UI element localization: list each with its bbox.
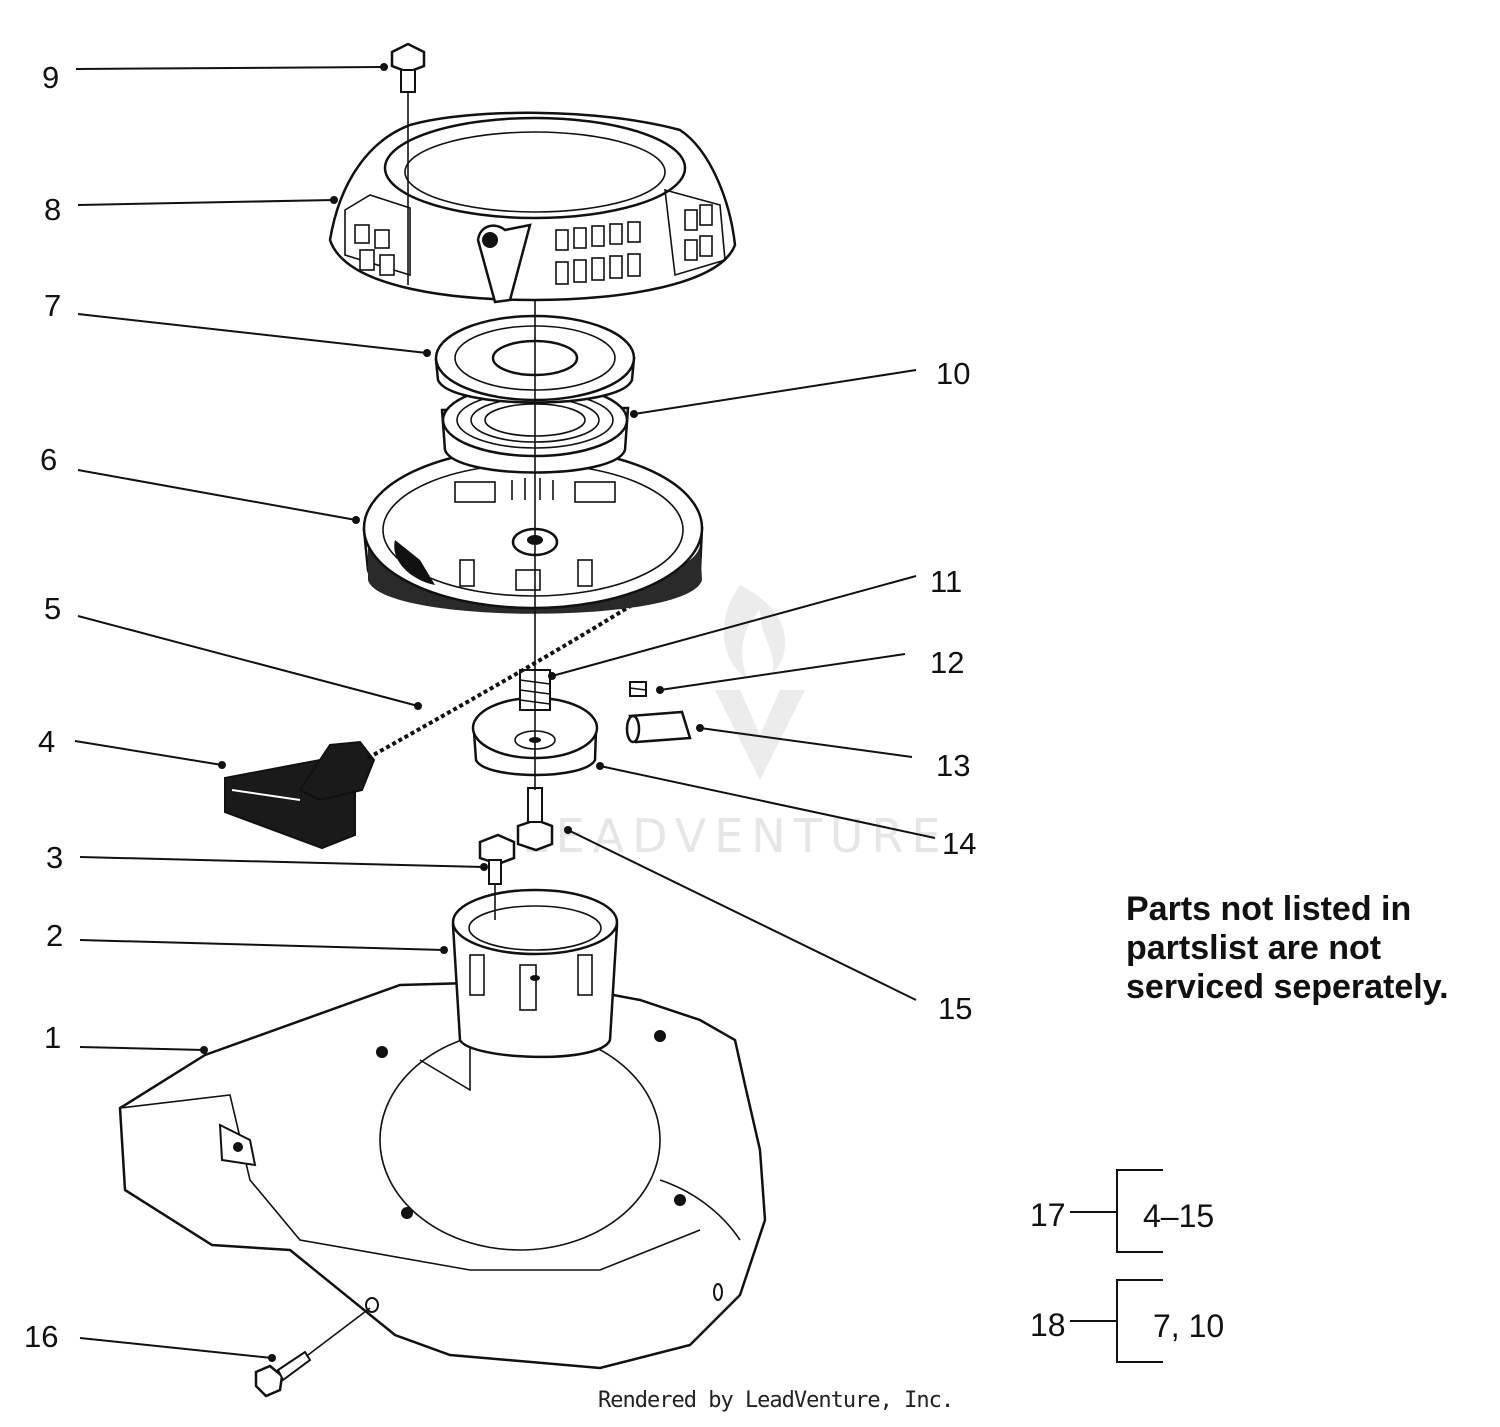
watermark: LEADVENTURE [522,585,949,863]
parts-note: Parts not listed in partslist are not se… [1126,890,1496,1007]
footer-credit: Rendered by LeadVenture, Inc. [598,1388,954,1413]
kit-18: 18 7, 10 [1030,1279,1224,1363]
pawl-spring [629,681,647,697]
starter-cup [451,888,619,1059]
callout-11: 11 [930,564,962,599]
blower-housing [118,981,767,1370]
starter-rope [367,598,642,760]
callout-12: 12 [930,645,964,680]
callout-5: 5 [44,591,61,626]
kit-18-contents: 7, 10 [1153,1308,1224,1344]
housing-screw [390,42,426,285]
kit-18-number: 18 [1030,1307,1066,1343]
parts-note-line-1: Parts not listed in [1126,890,1412,928]
pawl [625,710,692,744]
callout-6: 6 [40,442,57,477]
callout-13: 13 [936,748,970,783]
parts-note-line-2: partslist are not [1126,929,1382,967]
watermark-text: LEADVENTURE [522,809,949,863]
callout-16: 16 [24,1319,58,1354]
callout-10: 10 [936,356,970,391]
kit-17: 17 4–15 [1030,1169,1214,1253]
starter-handle [224,740,376,850]
callout-7: 7 [44,288,61,323]
rope-pulley [362,446,704,614]
callout-4: 4 [38,724,55,759]
kit-17-number: 17 [1030,1197,1066,1233]
starter-housing [328,111,737,304]
parts-note-line-3: serviced seperately. [1126,968,1449,1006]
callout-9: 9 [42,60,59,95]
cup-bolt [478,833,516,920]
callout-1: 1 [44,1020,61,1055]
callout-2: 2 [46,918,63,953]
callout-15: 15 [938,991,972,1026]
leader-lines [74,63,936,1362]
callout-14: 14 [942,826,976,861]
callout-8: 8 [44,192,61,227]
callout-3: 3 [46,840,63,875]
callout-numbers: 1 2 3 4 5 6 7 8 9 10 11 12 13 14 15 16 [24,60,976,1354]
mounting-screw [254,1307,371,1398]
pawl-bolt [516,787,554,852]
kit-17-contents: 4–15 [1143,1198,1214,1234]
